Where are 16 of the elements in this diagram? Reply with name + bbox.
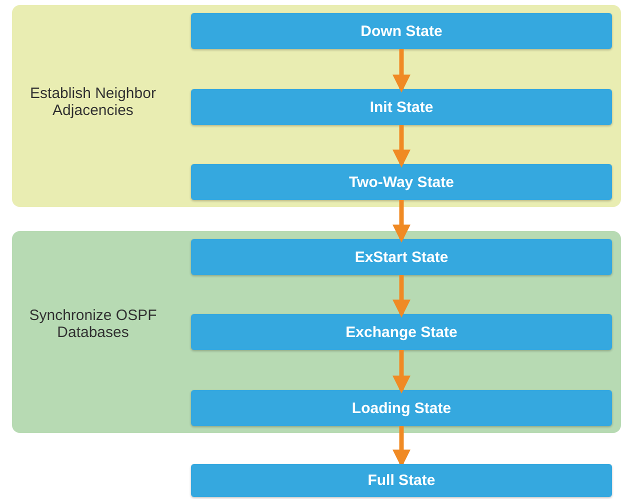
arrow [392,275,410,318]
arrow [392,125,410,168]
phase-panel [12,231,621,433]
phase-label: Synchronize OSPF Databases [28,307,158,341]
arrow [392,49,410,93]
arrow [392,350,410,394]
state-box: Two-Way State [191,164,612,200]
state-box: Down State [191,13,612,49]
arrow [392,200,410,243]
state-box: Full State [191,464,612,497]
state-box: Init State [191,89,612,125]
phase-label: Establish Neighbor Adjacencies [29,85,157,119]
phase-panel [12,5,621,207]
state-box: Loading State [191,390,612,426]
state-box: Exchange State [191,314,612,350]
state-box: ExStart State [191,239,612,275]
